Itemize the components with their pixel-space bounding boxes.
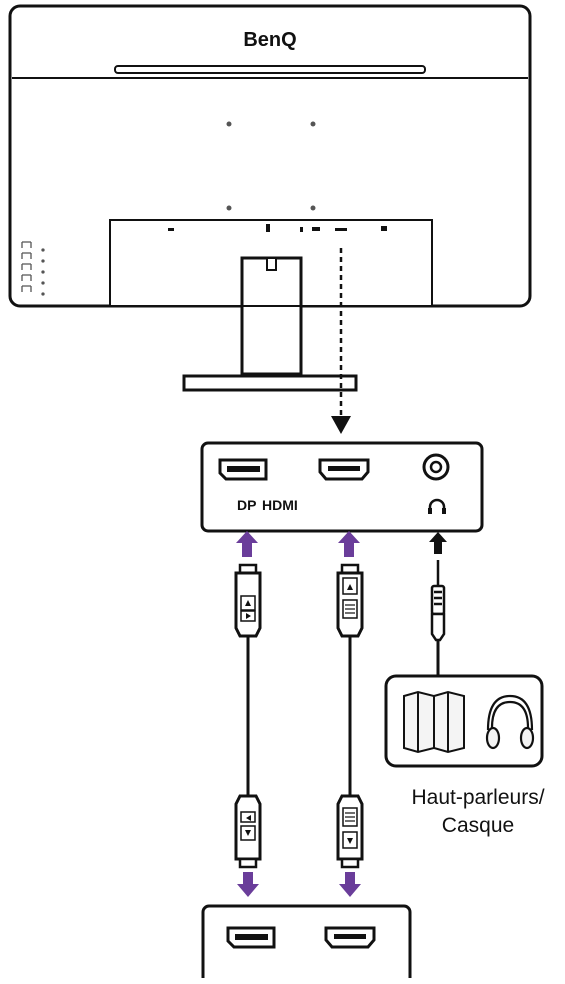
pc-panel-frame bbox=[201, 904, 412, 978]
port-panel-frame bbox=[200, 441, 484, 533]
speaker-icon bbox=[403, 690, 465, 754]
arrow-down-icon bbox=[339, 872, 361, 897]
vesa-hole bbox=[310, 205, 316, 211]
monitor-stand bbox=[182, 256, 358, 392]
pc-hdmi-port bbox=[324, 926, 376, 949]
rear-port-marks bbox=[168, 224, 387, 232]
audio-device-panel: Haut-parleurs/ Casque bbox=[384, 674, 545, 837]
arrow-up-icon bbox=[429, 532, 447, 554]
dp-label: DP bbox=[237, 497, 256, 513]
monitor-port-panel: DP HDMI bbox=[200, 441, 484, 533]
pc-dp-port bbox=[226, 926, 276, 949]
audio-jack bbox=[422, 453, 450, 481]
pc-port-panel bbox=[201, 904, 412, 978]
arrow-down-icon bbox=[237, 872, 259, 897]
arrow-up-icon bbox=[338, 531, 360, 557]
hdmi-label: HDMI bbox=[262, 497, 298, 513]
dp-cable bbox=[234, 563, 262, 869]
monitor-back: BenQ bbox=[8, 4, 532, 434]
headphone-icon bbox=[428, 498, 446, 514]
vesa-hole bbox=[226, 205, 232, 211]
arrow-up-icon bbox=[236, 531, 258, 557]
side-control-buttons bbox=[21, 241, 45, 296]
audio-cable bbox=[430, 560, 446, 676]
hdmi-cable bbox=[336, 563, 364, 869]
arrow-down-icon bbox=[331, 416, 351, 434]
audio-caption-line1: Haut-parleurs/ bbox=[411, 786, 544, 809]
vesa-hole bbox=[226, 121, 232, 127]
hdmi-port bbox=[318, 458, 370, 481]
vesa-hole bbox=[310, 121, 316, 127]
monitor-vent-slot bbox=[114, 65, 426, 74]
dp-port bbox=[218, 458, 268, 481]
audio-caption-line2: Casque bbox=[442, 814, 514, 837]
brand-logo: BenQ bbox=[243, 29, 296, 51]
headset-icon bbox=[485, 694, 535, 750]
